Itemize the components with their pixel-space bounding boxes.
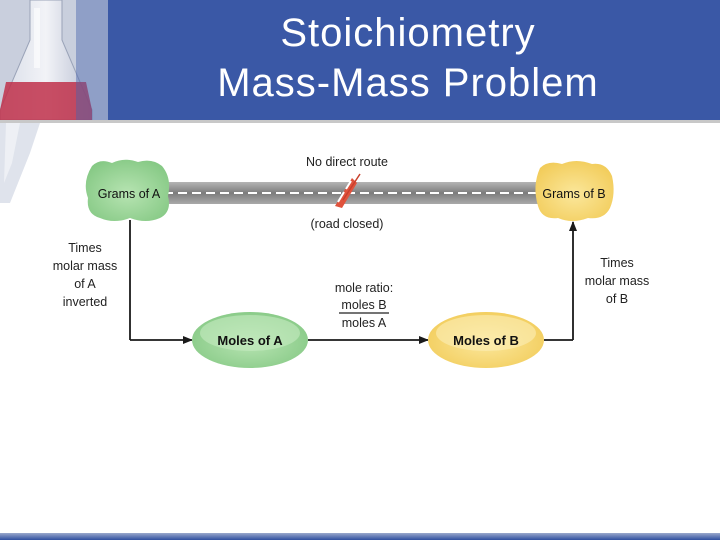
moles-of-b-label: Moles of B bbox=[453, 333, 519, 348]
grams-of-a-label: Grams of A bbox=[98, 187, 161, 201]
right-label-line-2: molar mass bbox=[585, 274, 650, 288]
flask-reflection-decoration bbox=[0, 123, 40, 203]
right-conversion-label: Times molar mass of B bbox=[585, 256, 650, 306]
left-label-line-3: of A bbox=[74, 277, 96, 291]
grams-of-b-node: Grams of B bbox=[535, 161, 614, 221]
flask-photo-icon bbox=[0, 0, 108, 120]
title-line-2: Mass-Mass Problem bbox=[217, 61, 599, 105]
left-label-line-2: molar mass bbox=[53, 259, 118, 273]
left-label-line-1: Times bbox=[68, 241, 102, 255]
moles-of-b-node: Moles of B bbox=[428, 312, 544, 368]
left-conversion-label: Times molar mass of A inverted bbox=[53, 241, 118, 309]
grams-of-b-label: Grams of B bbox=[542, 187, 605, 201]
header-bar: Stoichiometry Mass-Mass Problem bbox=[0, 0, 720, 120]
moles-of-a-node: Moles of A bbox=[192, 312, 308, 368]
slide-title: Stoichiometry Mass-Mass Problem bbox=[108, 8, 708, 108]
mole-ratio-numerator: moles B bbox=[341, 298, 386, 312]
mole-ratio-label: mole ratio: moles B moles A bbox=[335, 281, 393, 330]
moles-of-a-label: Moles of A bbox=[217, 333, 283, 348]
left-label-line-4: inverted bbox=[63, 295, 108, 309]
mole-ratio-denominator: moles A bbox=[342, 316, 387, 330]
road-closed-label: (road closed) bbox=[311, 217, 384, 231]
mole-ratio-title: mole ratio: bbox=[335, 281, 393, 295]
right-label-line-1: Times bbox=[600, 256, 634, 270]
header-divider bbox=[0, 120, 720, 123]
footer-bar bbox=[0, 533, 720, 540]
grams-of-a-node: Grams of A bbox=[85, 159, 170, 221]
no-direct-route-label: No direct route bbox=[306, 155, 388, 169]
title-line-1: Stoichiometry bbox=[280, 11, 536, 55]
right-label-line-3: of B bbox=[606, 292, 628, 306]
road-barrier-icon bbox=[335, 173, 361, 208]
